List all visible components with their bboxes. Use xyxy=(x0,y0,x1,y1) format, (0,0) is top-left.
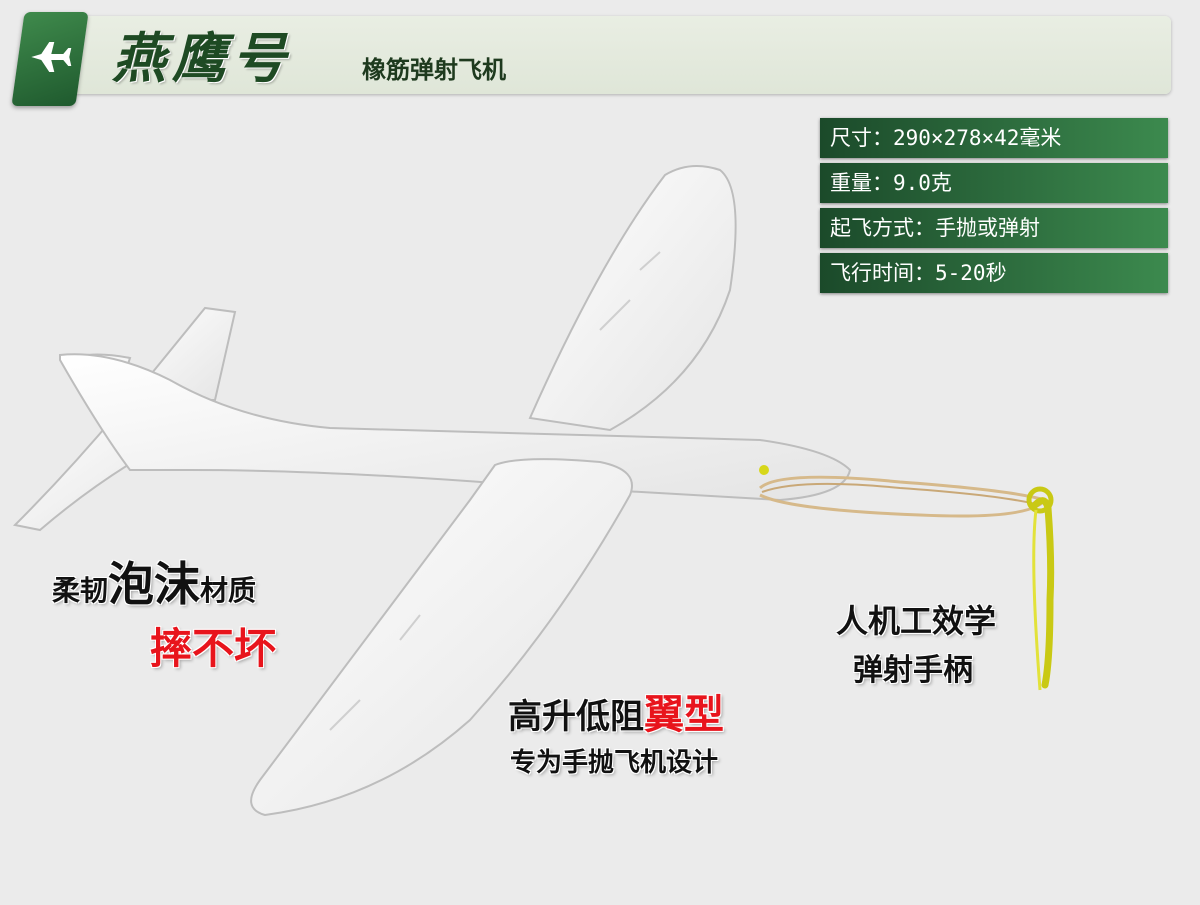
product-subtitle: 橡筋弹射飞机 xyxy=(362,55,506,84)
spec-launch-method: 起飞方式：手抛或弹射 xyxy=(820,208,1168,248)
foam-prefix: 柔韧 xyxy=(52,574,109,607)
foam-big: 泡沫 xyxy=(108,557,201,611)
airfoil-callout: 高升低阻翼型 xyxy=(508,682,724,740)
foam-suffix: 材质 xyxy=(200,574,257,607)
logo-badge xyxy=(11,12,89,106)
launch-hook-hole xyxy=(759,465,769,475)
spec-list: 尺寸：290×278×42毫米 重量：9.0克 起飞方式：手抛或弹射 飞行时间：… xyxy=(820,118,1168,298)
airfoil-subtext: 专为手抛飞机设计 xyxy=(510,748,719,778)
foam-material-callout: 柔韧泡沫材质 xyxy=(52,548,256,614)
title-banner xyxy=(58,16,1171,94)
spec-dimensions: 尺寸：290×278×42毫米 xyxy=(820,118,1168,158)
airplane-icon xyxy=(31,42,72,72)
launch-handle xyxy=(1031,497,1055,689)
unbreakable-callout: 摔不坏 xyxy=(150,624,277,673)
handle-callout-line2: 弹射手柄 xyxy=(853,653,973,688)
far-wing xyxy=(528,165,737,432)
handle-callout-line1: 人机工效学 xyxy=(836,602,997,640)
airfoil-highlight: 翼型 xyxy=(644,692,724,738)
product-title: 燕鹰号 xyxy=(112,26,292,90)
airfoil-prefix: 高升低阻 xyxy=(508,697,644,737)
spec-weight: 重量：9.0克 xyxy=(820,163,1168,203)
spec-flight-time: 飞行时间：5-20秒 xyxy=(820,253,1168,293)
near-wing xyxy=(250,458,633,817)
